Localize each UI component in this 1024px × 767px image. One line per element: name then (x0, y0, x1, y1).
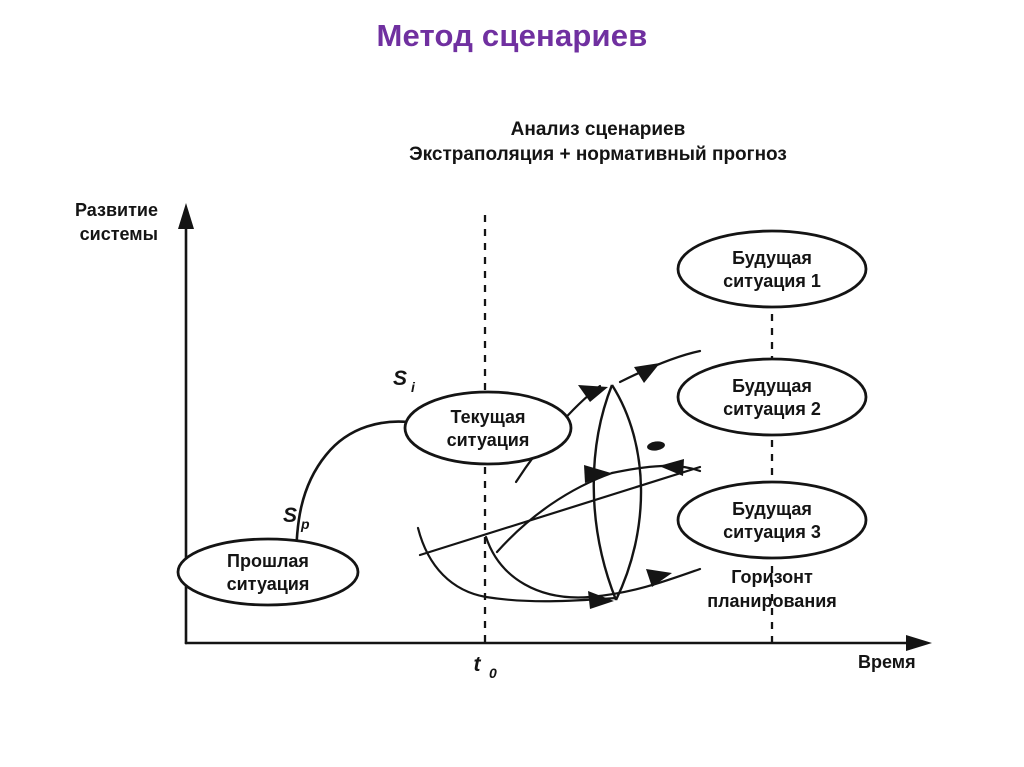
arrowhead-to-future-1-outer (634, 363, 660, 383)
x-axis (184, 635, 932, 651)
node-future-situation-2-shape (676, 357, 868, 437)
x-axis-label: Время (858, 652, 916, 672)
symbol-si-subscript: i (411, 379, 416, 395)
symbol-sp: S p (283, 504, 310, 532)
symbol-sp-base: S (283, 504, 297, 527)
branch-curve-future-1-link (618, 349, 702, 384)
branch-curve-lower-sweep (484, 535, 702, 599)
branch-curve-to-future-2 (495, 471, 614, 554)
scenario-method-diagram: Анализ сценариев Экстраполяция + нормати… (0, 95, 1024, 695)
arrowhead-to-future-2-lens (584, 465, 611, 483)
node-future-situation-1-line2: ситуация 1 (723, 271, 821, 291)
planning-horizon-line1: Горизонт (731, 567, 813, 587)
arrowhead-to-lens-top (578, 385, 608, 402)
y-axis-label-line1: Развитие (75, 200, 158, 220)
node-current-situation: Текущая ситуация (403, 390, 573, 466)
node-future-situation-2: Будущая ситуация 2 (676, 357, 868, 437)
node-past-situation-line1: Прошлая (227, 551, 309, 571)
node-current-situation-shape (403, 390, 573, 466)
figure-artifact-mark (647, 441, 665, 451)
node-current-situation-line1: Текущая (450, 407, 525, 427)
symbol-si: S i (393, 367, 416, 395)
node-future-situation-3-line2: ситуация 3 (723, 522, 821, 542)
diagram-subtitle-line2: Экстраполяция + нормативный прогноз (409, 144, 787, 165)
arrowhead-to-future-2-inner (659, 459, 684, 476)
node-future-situation-1-line1: Будущая (732, 248, 812, 268)
scenario-fan-lens-left (592, 384, 618, 601)
node-future-situation-2-line1: Будущая (732, 376, 812, 396)
x-axis-tick-t0: t 0 (474, 653, 498, 681)
node-past-situation-line2: ситуация (227, 574, 310, 594)
branch-curve-lower-return (416, 526, 618, 603)
arrowhead-to-future-3 (646, 569, 672, 587)
node-future-situation-3: Будущая ситуация 3 (676, 480, 868, 560)
arrowhead-lens-bottom (588, 591, 614, 609)
symbol-sp-subscript: p (300, 516, 310, 532)
node-past-situation: Прошлая ситуация (176, 537, 360, 607)
y-axis-arrowhead (178, 203, 194, 229)
node-current-situation-line2: ситуация (447, 430, 530, 450)
y-axis-label-line2: системы (80, 224, 158, 244)
node-future-situation-3-shape (676, 480, 868, 560)
x-axis-arrowhead (906, 635, 932, 651)
node-past-situation-shape (176, 537, 360, 607)
planning-horizon-line2: планирования (707, 591, 837, 611)
diagram-subtitle-line1: Анализ сценариев (511, 119, 686, 140)
x-tick-label-subscript: 0 (489, 665, 497, 681)
symbol-si-base: S (393, 367, 407, 390)
node-future-situation-1-shape (676, 229, 868, 309)
node-future-situation-3-line1: Будущая (732, 499, 812, 519)
x-tick-label-base: t (474, 653, 482, 676)
node-future-situation-1: Будущая ситуация 1 (676, 229, 868, 309)
page-title: Метод сценариев (376, 18, 648, 53)
planning-horizon-label: Горизонт планирования (707, 567, 837, 611)
chord-current-to-future-2 (418, 465, 702, 557)
node-future-situation-2-line2: ситуация 2 (723, 399, 821, 419)
scenario-fan-lens-right (610, 384, 643, 601)
extrapolation-curve (294, 420, 410, 567)
